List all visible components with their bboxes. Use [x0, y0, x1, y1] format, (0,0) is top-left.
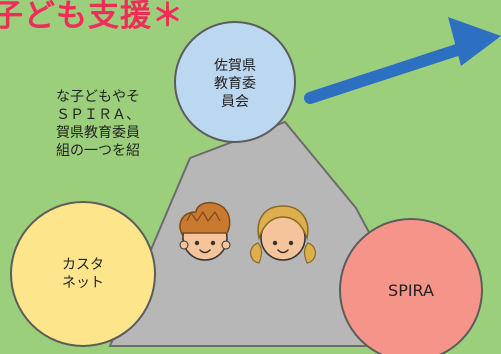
description-line-1: な子どもやそ	[56, 89, 140, 105]
custanet-circle	[10, 201, 156, 347]
education-board-label: 佐賀県 教育委 員会	[214, 58, 256, 110]
description-line-3: 賀県教育委員	[56, 125, 140, 141]
custanet-label: カスタ ネット	[62, 257, 104, 291]
spira-label: SPIRA	[388, 281, 434, 300]
description-line-4: 組の一つを紹	[56, 143, 140, 159]
child-girl-icon	[250, 205, 316, 264]
description-line-2: ＳＰＩＲＡ、	[56, 107, 140, 123]
page-title: 子ども支援＊	[0, 0, 184, 34]
education-board-circle	[174, 21, 296, 143]
spira-circle	[339, 218, 483, 354]
description-text: な子どもやそ ＳＰＩＲＡ、 賀県教育委員 組の一つを紹	[0, 88, 140, 160]
child-boy-icon	[179, 201, 231, 261]
blue-arrow-icon	[304, 17, 501, 104]
